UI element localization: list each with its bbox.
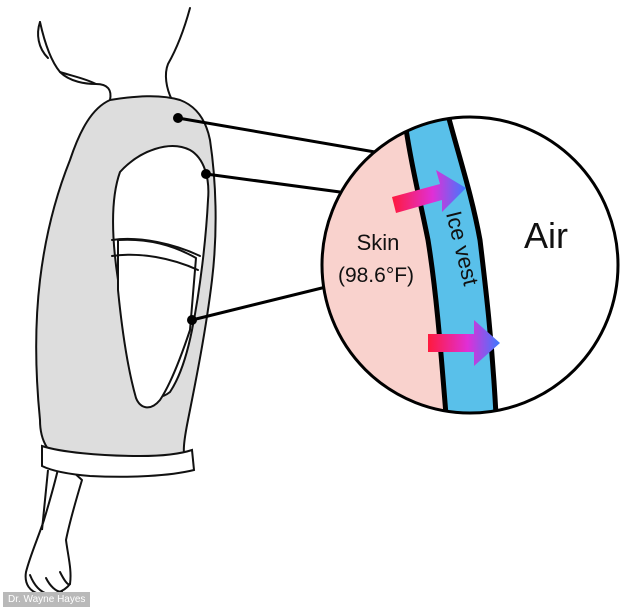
sleeve-band-2 [111, 253, 199, 271]
pointer-dot-bottom [187, 315, 197, 325]
pointer-line-top [177, 116, 376, 154]
magnified-view [322, 117, 618, 413]
neck-outline [39, 21, 112, 101]
skin-temp-label: (98.6°F) [338, 264, 414, 287]
jaw-line [37, 21, 49, 59]
neck-back [164, 7, 191, 101]
magnifier-outline [320, 115, 620, 415]
waistband [41, 444, 196, 478]
pointer-line-middle [205, 172, 341, 194]
lower-body [41, 469, 49, 531]
heat-arrow-icon [392, 170, 466, 213]
forearm [24, 459, 83, 596]
pointer-line-bottom [191, 284, 331, 322]
skin-region [322, 117, 446, 413]
upper-arm [117, 238, 197, 409]
sleeve-band [111, 237, 201, 257]
torso-figure [37, 7, 191, 101]
heat-arrow-icon [428, 320, 500, 366]
photo-credit: Dr. Wayne Hayes [3, 592, 91, 607]
chin [59, 71, 97, 85]
pointer-dot-top [173, 113, 183, 123]
pointer-dots [173, 113, 211, 325]
pointer-dot-middle [201, 169, 211, 179]
pointer-lines [177, 116, 376, 322]
skin-label: Skin [357, 230, 400, 255]
air-label: Air [524, 215, 568, 256]
